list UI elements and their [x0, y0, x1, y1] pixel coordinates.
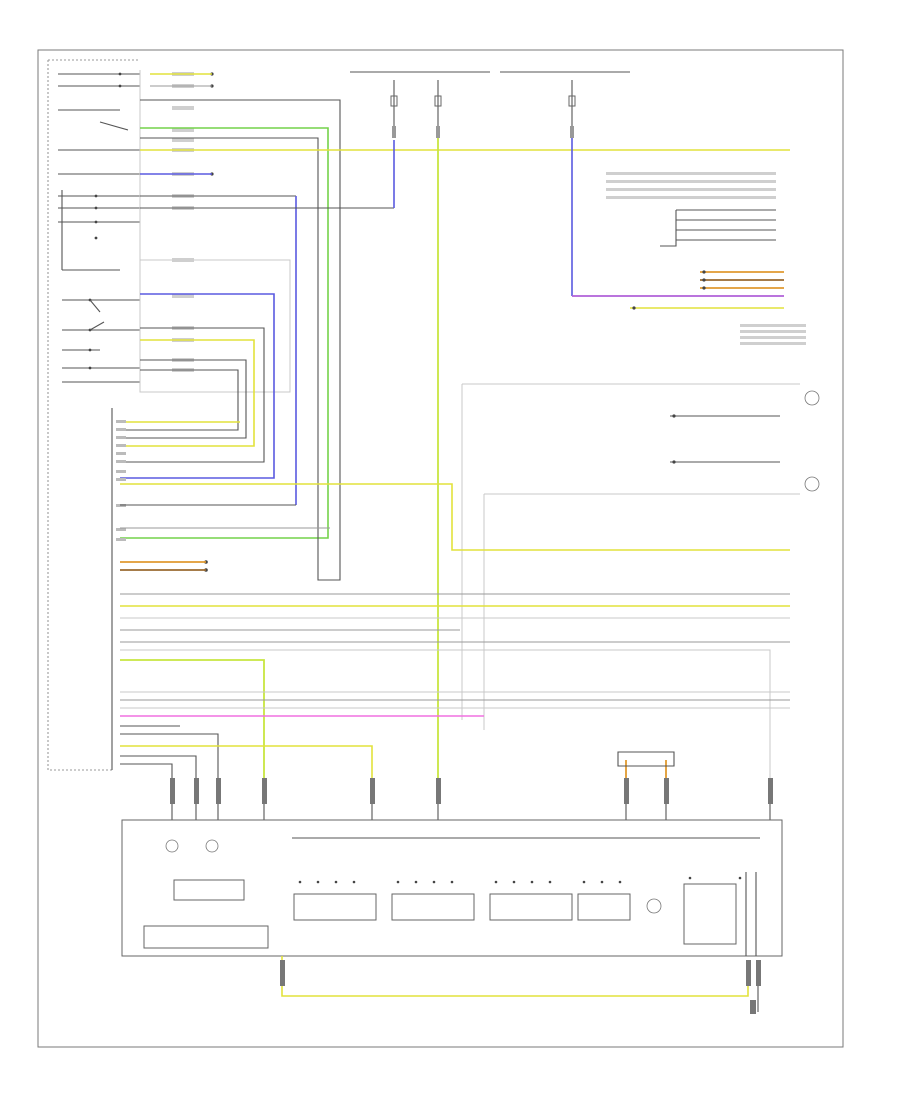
right-upper-module: [606, 172, 806, 345]
wire-ygreen-264: [120, 659, 265, 790]
wire-label-blocks: [172, 72, 194, 372]
right-tail-lamp-bulb: [804, 390, 820, 406]
connector-markers: [204, 72, 214, 572]
left-tail-lamp-bulb: [804, 476, 820, 492]
fuse-section-top: [350, 71, 630, 138]
switch-module-boundary: [47, 59, 140, 771]
instrument-cluster-module: [121, 819, 783, 957]
wire-blue-4: [120, 293, 275, 479]
headlamp-switch-section: [58, 70, 291, 393]
wire-yellow-bottom: [281, 956, 749, 997]
wire-yellow-452: [120, 483, 790, 551]
bottom-module-connectors: [170, 751, 773, 804]
page-frame: [37, 49, 844, 1048]
right-lamp-section: [461, 383, 820, 730]
wire-green-top: [120, 127, 329, 539]
